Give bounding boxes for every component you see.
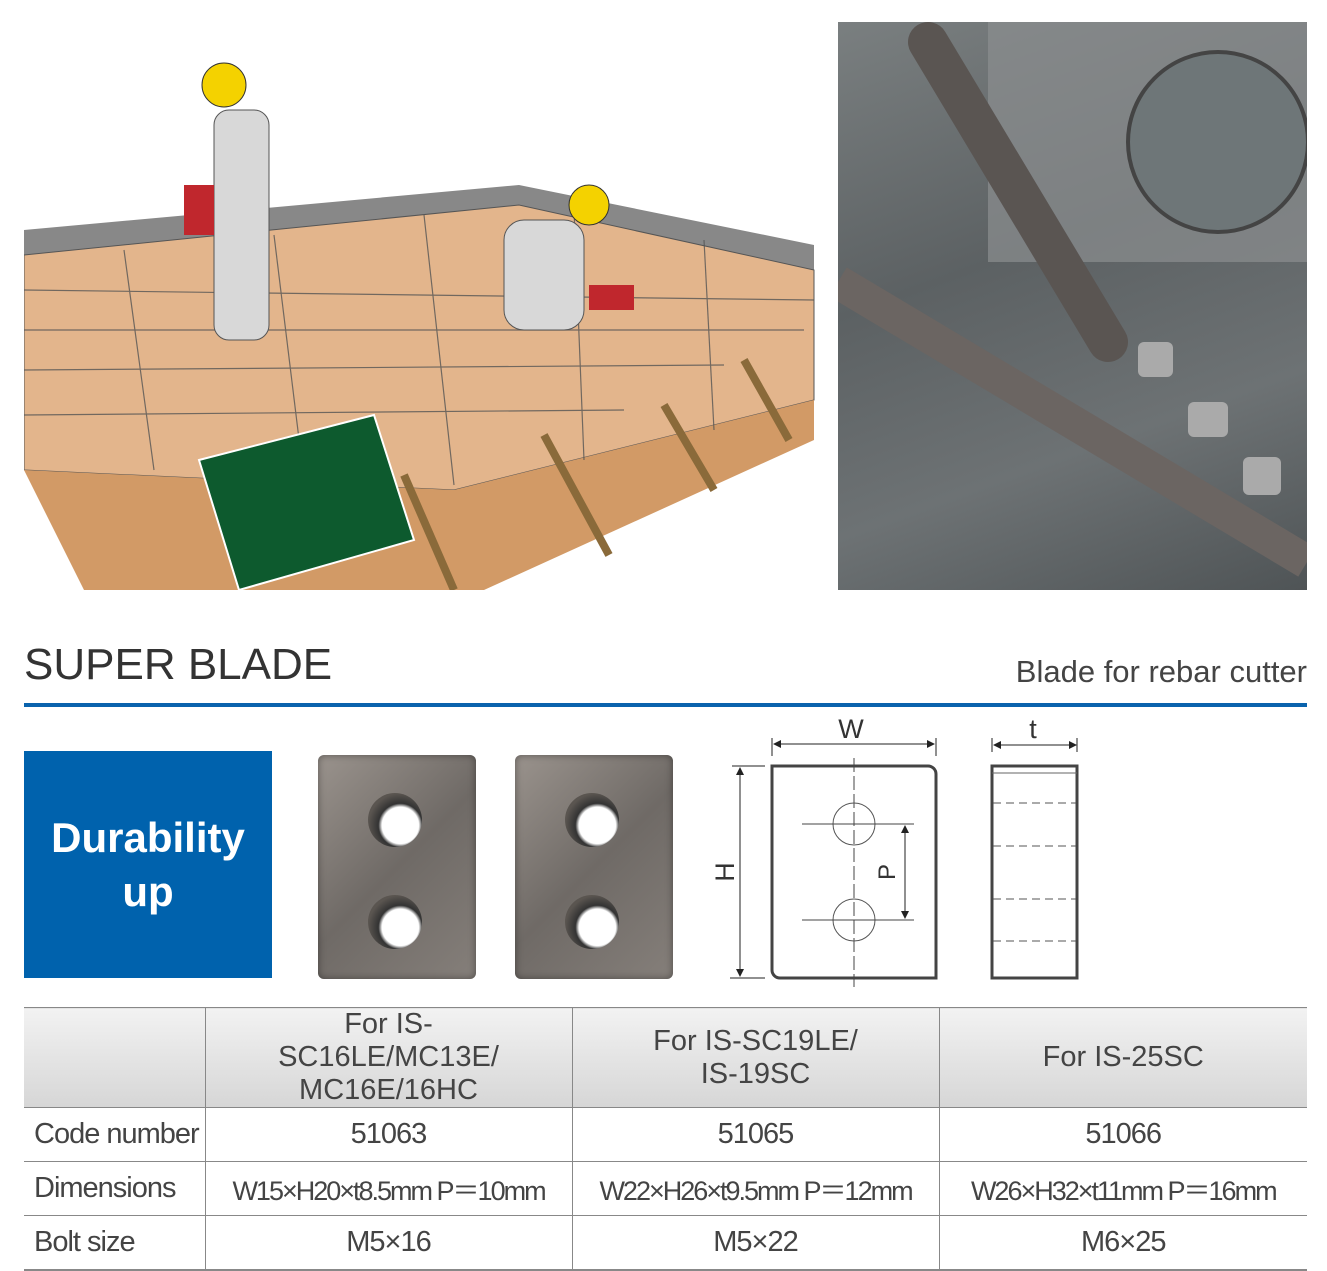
width-label: W xyxy=(838,714,864,744)
table-row: Bolt size M5×16 M5×22 M6×25 xyxy=(24,1215,1307,1271)
page-subtitle: Blade for rebar cutter xyxy=(1015,654,1307,689)
cell: 51065 xyxy=(571,1107,939,1162)
header-col-3: For IS-25SC xyxy=(938,1007,1307,1108)
cell: W22×H26×t9.5mm P＝12mm xyxy=(571,1161,939,1216)
header-col-1: For IS-SC16LE/MC13E/ MC16E/16HC xyxy=(204,1007,572,1108)
table-header-row: For IS-SC16LE/MC13E/ MC16E/16HC For IS-S… xyxy=(24,1007,1307,1108)
table-row: Code number 51063 51065 51066 xyxy=(24,1107,1307,1162)
blade-dimension-diagram: W t H P xyxy=(710,714,1079,987)
cell: M6×25 xyxy=(938,1215,1307,1271)
thickness-label: t xyxy=(1029,714,1037,744)
header-blank xyxy=(24,1007,205,1108)
blade-photo-1 xyxy=(318,755,476,979)
blade-photo-2 xyxy=(515,755,673,979)
table-row: Dimensions W15×H20×t8.5mm P＝10mm W22×H26… xyxy=(24,1161,1307,1216)
rebar-cutting-photo xyxy=(829,22,1316,590)
badge-line-2: up xyxy=(122,867,174,915)
row-label: Code number xyxy=(24,1107,205,1162)
cell: 51066 xyxy=(938,1107,1307,1162)
page-title: SUPER BLADE xyxy=(24,640,333,689)
cell: M5×16 xyxy=(204,1215,572,1271)
cell: M5×22 xyxy=(571,1215,939,1271)
pitch-label: P xyxy=(874,864,901,880)
spec-table: For IS-SC16LE/MC13E/ MC16E/16HC For IS-S… xyxy=(24,1007,1307,1271)
cell: W15×H20×t8.5mm P＝10mm xyxy=(204,1161,572,1216)
header-col-2: For IS-SC19LE/ IS-19SC xyxy=(571,1007,939,1108)
row-label: Bolt size xyxy=(24,1215,205,1271)
title-divider xyxy=(24,703,1307,707)
row-label: Dimensions xyxy=(24,1161,205,1216)
cell: W26×H32×t11mm P＝16mm xyxy=(938,1161,1307,1216)
construction-site-illustration xyxy=(24,62,815,590)
height-label: H xyxy=(710,862,740,882)
badge-line-1: Durability xyxy=(51,813,245,861)
durability-badge: Durability up xyxy=(24,751,272,978)
cell: 51063 xyxy=(204,1107,572,1162)
